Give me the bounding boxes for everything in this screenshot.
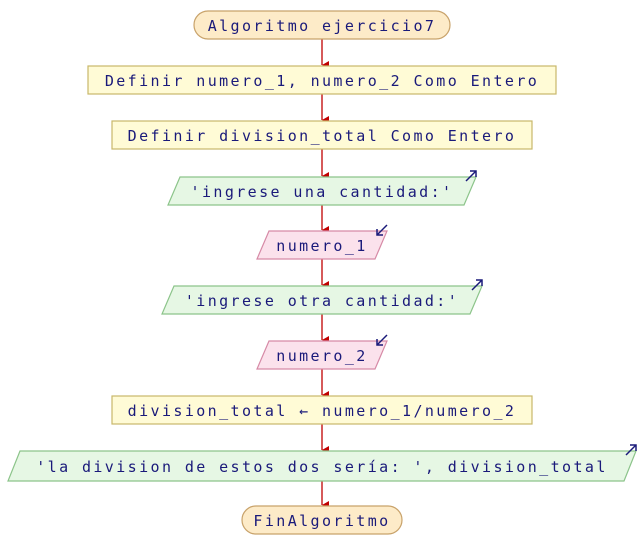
output-arrow-icon [465,170,477,182]
node-label: 'la division de estos dos sería: ', divi… [36,458,608,476]
node-assign[interactable]: division_total ← numero_1/numero_2 [111,395,533,425]
node-label: Definir division_total Como Entero [128,127,517,145]
output-shape [167,176,477,206]
node-label: 'ingrese una cantidad:' [191,183,454,201]
node-out1[interactable]: 'ingrese una cantidad:' [167,170,477,206]
node-def2[interactable]: Definir division_total Como Entero [111,120,533,150]
input-arrow-icon [376,334,388,346]
process-shape [111,395,533,425]
node-end[interactable]: FinAlgoritmo [241,505,403,535]
output-arrow-icon [625,444,637,456]
input-arrow-icon [376,224,388,236]
node-out2[interactable]: 'ingrese otra cantidad:' [161,279,483,315]
node-label: numero_2 [276,347,367,365]
output-shape [7,450,637,482]
node-in2[interactable]: numero_2 [256,334,388,370]
node-label: 'ingrese otra cantidad:' [185,292,459,310]
output-arrow-icon [471,279,483,291]
output-shape [161,285,483,315]
node-in1[interactable]: numero_1 [256,224,388,260]
input-shape [256,340,388,370]
node-label: division_total ← numero_1/numero_2 [128,402,517,420]
process-shape [87,65,557,95]
node-def1[interactable]: Definir numero_1, numero_2 Como Entero [87,65,557,95]
terminal-shape [193,10,451,40]
terminal-shape [241,505,403,535]
input-shape [256,230,388,260]
node-label: Algoritmo ejercicio7 [208,17,437,35]
node-label: Definir numero_1, numero_2 Como Entero [105,72,539,90]
node-label: FinAlgoritmo [253,512,390,530]
node-label: numero_1 [276,237,367,255]
process-shape [111,120,533,150]
node-out3[interactable]: 'la division de estos dos sería: ', divi… [7,444,637,482]
node-start[interactable]: Algoritmo ejercicio7 [193,10,451,40]
